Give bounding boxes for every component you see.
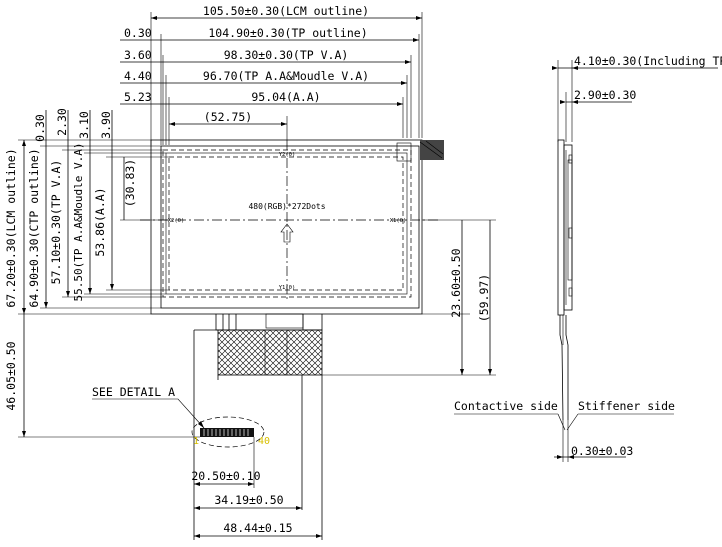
dim-right-2360: 23.60±0.50 bbox=[449, 248, 463, 317]
left-dimensions: 67.20±0.30(LCM outline) 64.90±0.30(CTP o… bbox=[4, 108, 200, 438]
label-stiffener-side: Stiffener side bbox=[578, 399, 675, 413]
dim-center-x: (52.75) bbox=[204, 110, 252, 124]
label-contactive-side: Contactive side bbox=[454, 399, 558, 413]
dim-tp-va-width: 98.30±0.30(TP V.A) bbox=[224, 48, 349, 62]
tp-aa bbox=[165, 152, 408, 295]
dim-lcm-outline-height: 67.20±0.30(LCM outline) bbox=[4, 148, 18, 307]
dim-v-390: 3.90 bbox=[99, 111, 113, 139]
dim-thickness-total: 4.10±0.30(Including TP) bbox=[574, 54, 722, 68]
detail-a-circle bbox=[191, 416, 265, 448]
label-y-bottom: Y1(0) bbox=[279, 285, 296, 291]
fpc-assembly: 23.60±0.50 (59.97) 1 40 SEE DETAIL A 20.… bbox=[92, 219, 496, 540]
dim-tp-va-height: 57.10±0.30(TP V.A) bbox=[49, 160, 63, 285]
module-front-view: Y2(0) Y1(0) X2(0) X1(0) 480(RGB)*272Dots bbox=[140, 139, 444, 315]
label-y-top: Y2(0) bbox=[279, 152, 296, 158]
dim-right-5997: (59.97) bbox=[477, 274, 491, 322]
dim-fpc-length: 46.05±0.50 bbox=[4, 341, 18, 410]
dim-v-310: 3.10 bbox=[77, 111, 91, 139]
dim-center-y: (30.83) bbox=[123, 159, 137, 207]
dim-tp-aa-width: 96.70(TP A.A&Moudle V.A) bbox=[203, 69, 369, 83]
label-x-right: X1(0) bbox=[390, 218, 407, 224]
dim-lcm-outline-width: 105.50±0.30(LCM outline) bbox=[203, 4, 369, 18]
dim-v-030: 0.30 bbox=[33, 114, 47, 142]
direction-arrow bbox=[280, 223, 294, 243]
dim-tp-aa-height: 55.50(TP A.A&Moudle V.A) bbox=[72, 143, 85, 302]
dim-thickness-290: 2.90±0.30 bbox=[574, 88, 636, 102]
dim-tp-outline-height: 64.90±0.30(CTP outline) bbox=[27, 148, 41, 307]
dim-fpc-2050: 20.50±0.10 bbox=[191, 469, 260, 483]
dim-offset-030: 0.30 bbox=[124, 26, 152, 40]
tp-outline bbox=[160, 145, 420, 309]
dim-fpc-4844: 48.44±0.15 bbox=[223, 521, 292, 535]
pin-first-label: 1 bbox=[193, 436, 199, 447]
dim-stiffener-thickness: 0.30±0.03 bbox=[571, 444, 633, 458]
dim-offset-440: 4.40 bbox=[124, 69, 152, 83]
label-x-left: X2(0) bbox=[168, 218, 185, 224]
dim-fpc-3419: 34.19±0.50 bbox=[214, 493, 283, 507]
top-dimensions: 105.50±0.30(LCM outline) 104.90±0.30(TP … bbox=[120, 4, 423, 145]
side-view: 4.10±0.30(Including TP) 2.90±0.30 Contac… bbox=[454, 54, 722, 462]
fpc-pins bbox=[200, 428, 254, 437]
label-resolution: 480(RGB)*272Dots bbox=[248, 202, 325, 211]
active-area bbox=[168, 156, 404, 291]
stiffener-hatch bbox=[217, 329, 323, 376]
dim-tp-outline-width: 104.90±0.30(TP outline) bbox=[208, 26, 367, 40]
dim-aa-width: 95.04(A.A) bbox=[251, 90, 320, 104]
dim-offset-523: 5.23 bbox=[124, 90, 152, 104]
pin-last-label: 40 bbox=[258, 436, 270, 447]
dim-v-230: 2.30 bbox=[55, 108, 69, 136]
see-detail-label: SEE DETAIL A bbox=[92, 385, 175, 399]
dim-offset-360: 3.60 bbox=[124, 48, 152, 62]
dim-aa-height: 53.86(A.A) bbox=[93, 187, 107, 256]
